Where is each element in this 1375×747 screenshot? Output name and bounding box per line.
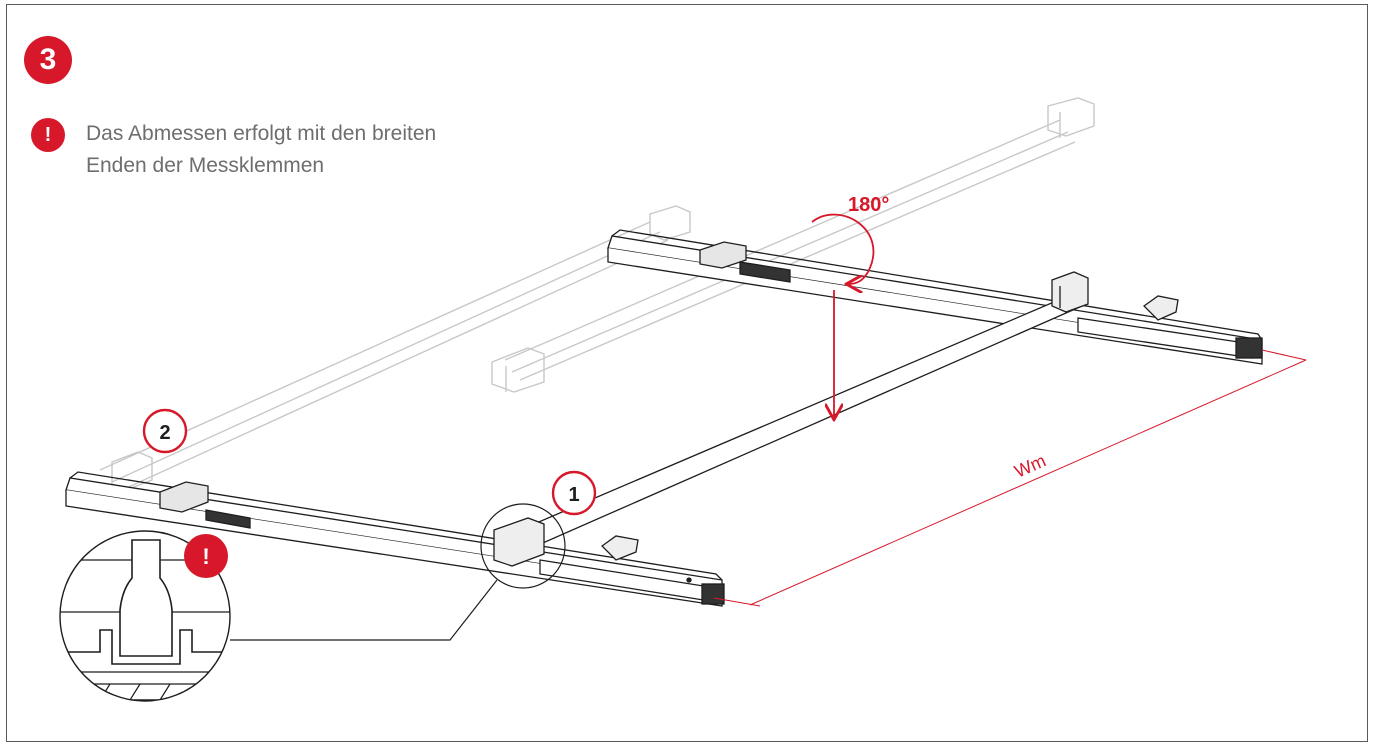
note-text: Das Abmessen erfolgt mit den breiten End… (86, 118, 546, 182)
dimension-line (713, 349, 1307, 607)
back-clip (1142, 295, 1179, 321)
ghost-left-clamp (111, 451, 153, 491)
ghost-left-rail (99, 221, 669, 491)
detail-profile (60, 629, 230, 701)
detail-warning-badge (184, 534, 228, 578)
ghost-mid-clamp (649, 205, 691, 241)
callout-1: 1 (551, 470, 597, 516)
svg-text:1: 1 (568, 484, 579, 506)
rotation-arrow (811, 213, 875, 284)
detail-marker-circle (480, 503, 566, 589)
note-text-line-1: Das Abmessen erfolgt mit den breiten (86, 122, 437, 145)
front-foot-left (205, 509, 251, 529)
callout-2: 2 (142, 408, 188, 454)
front-connector (159, 481, 209, 513)
note-text-line-2: Enden der Messklemmen (86, 154, 325, 177)
back-foot-left (739, 261, 791, 283)
front-tube-clamp (493, 517, 545, 567)
diagram-frame (6, 4, 1368, 742)
detail-warning-icon: ! (202, 544, 209, 569)
detail-clamp-shape (119, 539, 173, 657)
dimension-wm: Wm (713, 349, 1307, 607)
step-number-badge: 3 (24, 36, 72, 84)
detail-callout: ! (59, 503, 566, 702)
ghost-back-clamp-left (491, 347, 545, 393)
dimension-label: Wm (1011, 450, 1048, 481)
ghost-back-clamp-right (1047, 97, 1095, 138)
back-connector (699, 241, 747, 269)
rotation-label: 180° (848, 194, 889, 216)
front-clip (600, 535, 639, 561)
front-end-block (701, 583, 725, 605)
ghost-assembly (90, 97, 1095, 497)
svg-text:2: 2 (159, 422, 170, 444)
tube-clamp-back (1051, 271, 1089, 313)
ghost-back-rail (504, 119, 1076, 381)
warning-icon: ! (31, 118, 65, 152)
back-crossbar (607, 229, 1263, 365)
rotation-indicator: 180° (811, 194, 889, 284)
detail-leader-line (230, 579, 498, 641)
back-end-block (1235, 337, 1263, 359)
